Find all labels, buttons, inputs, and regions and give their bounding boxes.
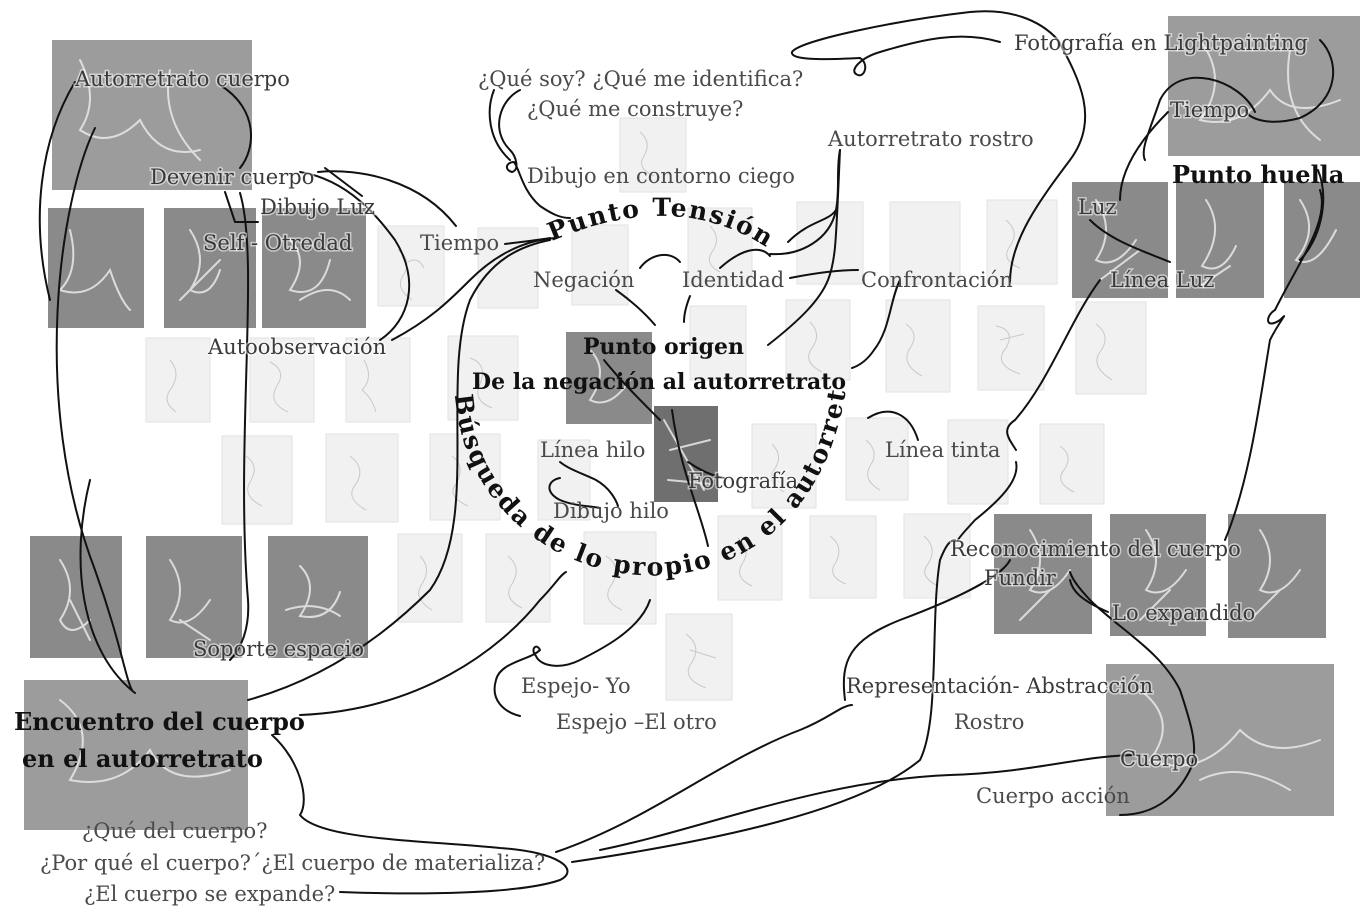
- sketch-thumbnail: [221, 435, 293, 525]
- sketch-thumbnail: [1075, 301, 1147, 395]
- heading-encuentro-2: en el autorretrato: [22, 744, 263, 773]
- photo-thumbnail: [268, 536, 368, 658]
- photo-thumbnail: [1106, 664, 1334, 816]
- node-linea-hilo: Línea hilo: [540, 438, 645, 462]
- sketch-thumbnail: [687, 207, 753, 287]
- node-dibujo-luz: Dibujo Luz: [260, 195, 375, 219]
- node-que-me-construye: ¿Qué me construye?: [527, 97, 743, 121]
- node-autorretrato-cuerpo: Autorretrato cuerpo: [74, 67, 290, 91]
- node-confrontacion: Confrontación: [861, 268, 1013, 292]
- photo-thumbnail: [24, 680, 248, 830]
- sketch-thumbnail: [619, 117, 687, 193]
- node-devenir-cuerpo: Devenir cuerpo: [150, 165, 314, 189]
- node-autorretrato-rostro: Autorretrato rostro: [827, 127, 1034, 151]
- heading-de-la-negacion: De la negación al autorretrato: [472, 369, 846, 395]
- node-tiempo-right: Tiempo: [1170, 98, 1249, 122]
- sketch-thumbnail: [885, 299, 951, 393]
- photo-thumbnail: [1228, 514, 1326, 638]
- heading-punto-origen: Punto origen: [583, 334, 744, 360]
- sketch-thumbnail: [947, 419, 1009, 505]
- node-reconocimiento: Reconocimiento del cuerpo: [950, 537, 1241, 561]
- sketch-thumbnail: [397, 533, 463, 623]
- sketch-thumbnail: [751, 423, 817, 509]
- photo-thumbnail: [1176, 182, 1264, 298]
- photo-thumbnail: [994, 514, 1092, 634]
- sketch-thumbnail: [325, 433, 399, 523]
- heading-encuentro-1: Encuentro del cuerpo: [14, 707, 305, 736]
- photo-thumbnails: [24, 16, 1360, 830]
- node-rostro: Rostro: [954, 710, 1024, 734]
- sketch-thumbnail: [785, 299, 851, 381]
- sketch-thumbnail: [977, 305, 1045, 391]
- node-fundir: Fundir: [984, 566, 1057, 590]
- sketch-thumbnail: [345, 337, 411, 423]
- node-autoobservacion: Autoobservación: [207, 335, 386, 359]
- sketch-thumbnail: [537, 439, 591, 521]
- photo-thumbnail: [30, 536, 122, 658]
- sketch-thumbnail: [689, 305, 747, 381]
- sketch-thumbnail: [665, 613, 733, 701]
- sketch-thumbnail: [845, 417, 909, 501]
- question-cuerpo-se-expande: ¿El cuerpo se expande?: [84, 882, 335, 906]
- sketch-thumbnail: [986, 199, 1058, 285]
- sketch-thumbnail: [485, 533, 551, 623]
- node-lo-expandido: Lo expandido: [1112, 601, 1255, 625]
- node-labels: Autorretrato cuerpo Devenir cuerpo Dibuj…: [40, 30, 1309, 907]
- node-fotografia-lightpainting: Fotografía en Lightpainting: [1014, 31, 1308, 55]
- sketch-thumbnail: [809, 515, 877, 599]
- photo-thumbnail: [52, 40, 252, 190]
- node-identidad: Identidad: [682, 268, 784, 292]
- sketch-thumbnail: [717, 515, 783, 601]
- node-negacion: Negación: [533, 268, 634, 292]
- sketch-thumbnail: [429, 433, 501, 521]
- sketch-thumbnail: [145, 337, 211, 423]
- question-por-que-el-cuerpo: ¿Por qué el cuerpo?´¿El cuerpo de materi…: [40, 851, 545, 875]
- node-linea-tinta: Línea tinta: [885, 438, 1000, 462]
- photo-thumbnail: [1110, 514, 1206, 636]
- photo-thumbnail: [566, 332, 652, 424]
- heading-punto-huella: Punto huella: [1172, 160, 1344, 189]
- node-soporte-espacio: Soporte espacio: [193, 637, 364, 661]
- photo-thumbnail: [146, 536, 242, 658]
- node-linea-luz: Línea Luz: [1110, 268, 1214, 292]
- sketch-thumbnail: [889, 201, 961, 285]
- node-cuerpo: Cuerpo: [1120, 747, 1198, 771]
- photo-thumbnail: [262, 208, 366, 328]
- node-cuerpo-accion: Cuerpo acción: [976, 784, 1130, 808]
- node-espejo-yo: Espejo- Yo: [521, 674, 631, 698]
- node-espejo-otro: Espejo –El otro: [556, 710, 717, 734]
- node-dibujo-hilo: Dibujo hilo: [553, 499, 669, 523]
- sketch-thumbnail: [1039, 423, 1105, 505]
- question-que-del-cuerpo: ¿Qué del cuerpo?: [82, 819, 267, 843]
- node-luz: Luz: [1078, 195, 1117, 219]
- photo-thumbnail: [164, 208, 256, 328]
- node-tiempo-left: Tiempo: [420, 231, 499, 255]
- node-que-soy: ¿Qué soy? ¿Qué me identifica?: [478, 67, 803, 91]
- node-representacion: Representación- Abstracción: [846, 674, 1153, 698]
- sketch-thumbnail: [249, 337, 315, 423]
- node-dibujo-contorno: Dibujo en contorno ciego: [527, 164, 795, 188]
- node-fotografia: Fotografía: [688, 469, 798, 493]
- connectors: [38, 10, 1334, 895]
- node-self-otredad: Self - Otredad: [203, 231, 352, 255]
- sketch-thumbnail: [377, 225, 445, 307]
